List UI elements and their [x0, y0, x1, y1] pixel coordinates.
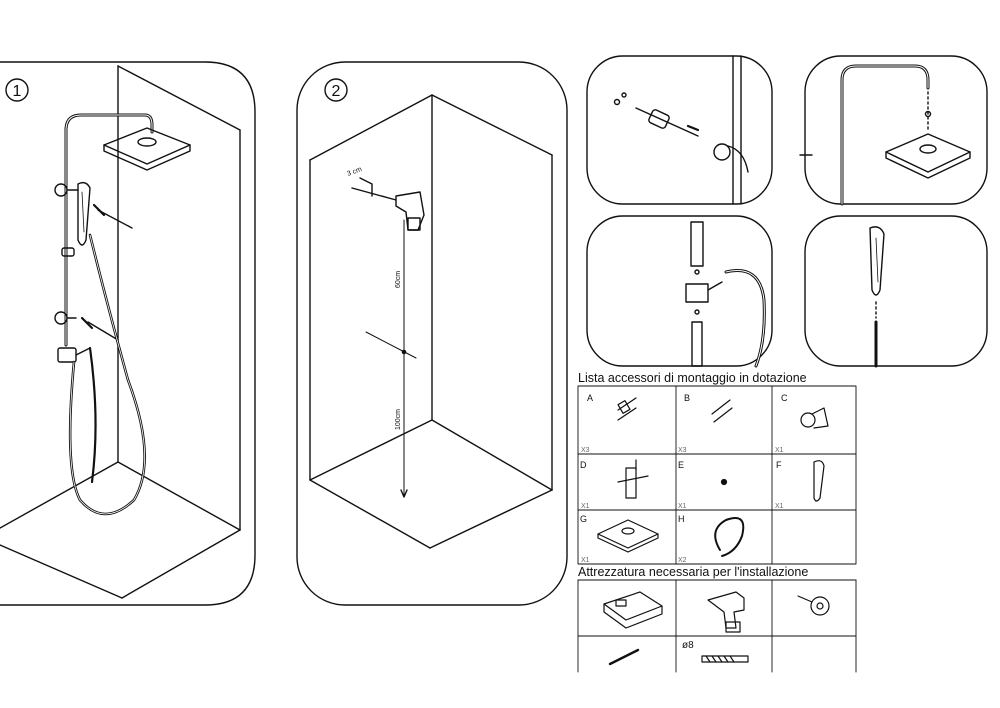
accessory-b-letter: B [684, 393, 690, 403]
tools-title: Attrezzatura necessaria per l'installazi… [578, 565, 808, 579]
accessory-h-letter: H [678, 514, 685, 524]
spirit-level-icon [603, 591, 663, 629]
drill-bit-label: ø8 [682, 640, 694, 651]
accessory-e-letter: E [678, 460, 684, 470]
detail-panel-handshower [804, 215, 988, 368]
accessory-a-letter: A [587, 393, 593, 403]
accessory-c-bracket-icon [800, 407, 829, 429]
accessories-title: Lista accessori di montaggio in dotazion… [578, 371, 807, 385]
step-1-badge [5, 78, 29, 102]
accessory-a-screws-icon [617, 397, 637, 421]
step-2-badge [324, 78, 348, 102]
wall-bracket-upper [54, 183, 68, 197]
accessory-c-letter: C [781, 393, 788, 403]
step-2-panel [296, 61, 568, 606]
accessories-grid [577, 385, 857, 565]
detail-panel-diverter [586, 215, 773, 368]
detail-panel-bracket [586, 55, 773, 205]
accessory-e-washer-icon [720, 478, 728, 486]
dimension-60cm: 60cm [395, 271, 402, 288]
accessory-h-hose-icon [714, 517, 745, 557]
accessory-h-qty: X2 [678, 557, 687, 564]
detail-panel-showerhead [799, 55, 988, 206]
accessory-a-qty: X3 [581, 447, 590, 454]
diverter [57, 347, 77, 363]
accessory-d-letter: D [580, 460, 587, 470]
dimension-100cm: 100cm [395, 409, 402, 430]
step-1-number: 1 [13, 83, 22, 100]
accessory-g-letter: G [580, 514, 587, 524]
drill-icon [707, 591, 745, 633]
accessory-g-qty: X1 [581, 557, 590, 564]
accessory-f-qty: X1 [775, 503, 784, 510]
accessory-g-showerhead-icon [597, 519, 659, 553]
accessory-d-diverter-icon [617, 459, 649, 499]
shower-hose [68, 233, 146, 516]
step-2-number: 2 [332, 83, 341, 100]
drill-bit-icon [701, 655, 749, 663]
wall-bracket-lower [54, 311, 68, 325]
accessory-b-qty: X3 [678, 447, 687, 454]
hand-shower [77, 181, 91, 246]
accessory-d-qty: X1 [581, 503, 590, 510]
accessory-f-letter: F [776, 460, 782, 470]
step-1-panel [0, 61, 256, 606]
accessory-e-qty: X1 [678, 503, 687, 510]
accessory-f-handshower-icon [813, 460, 825, 502]
tape-measure-icon [797, 595, 830, 616]
accessory-b-plugs-icon [711, 399, 733, 423]
pencil-icon [608, 648, 640, 666]
dimension-3cm: 3 cm [346, 166, 363, 178]
accessory-c-qty: X1 [775, 447, 784, 454]
tools-grid [577, 579, 857, 673]
